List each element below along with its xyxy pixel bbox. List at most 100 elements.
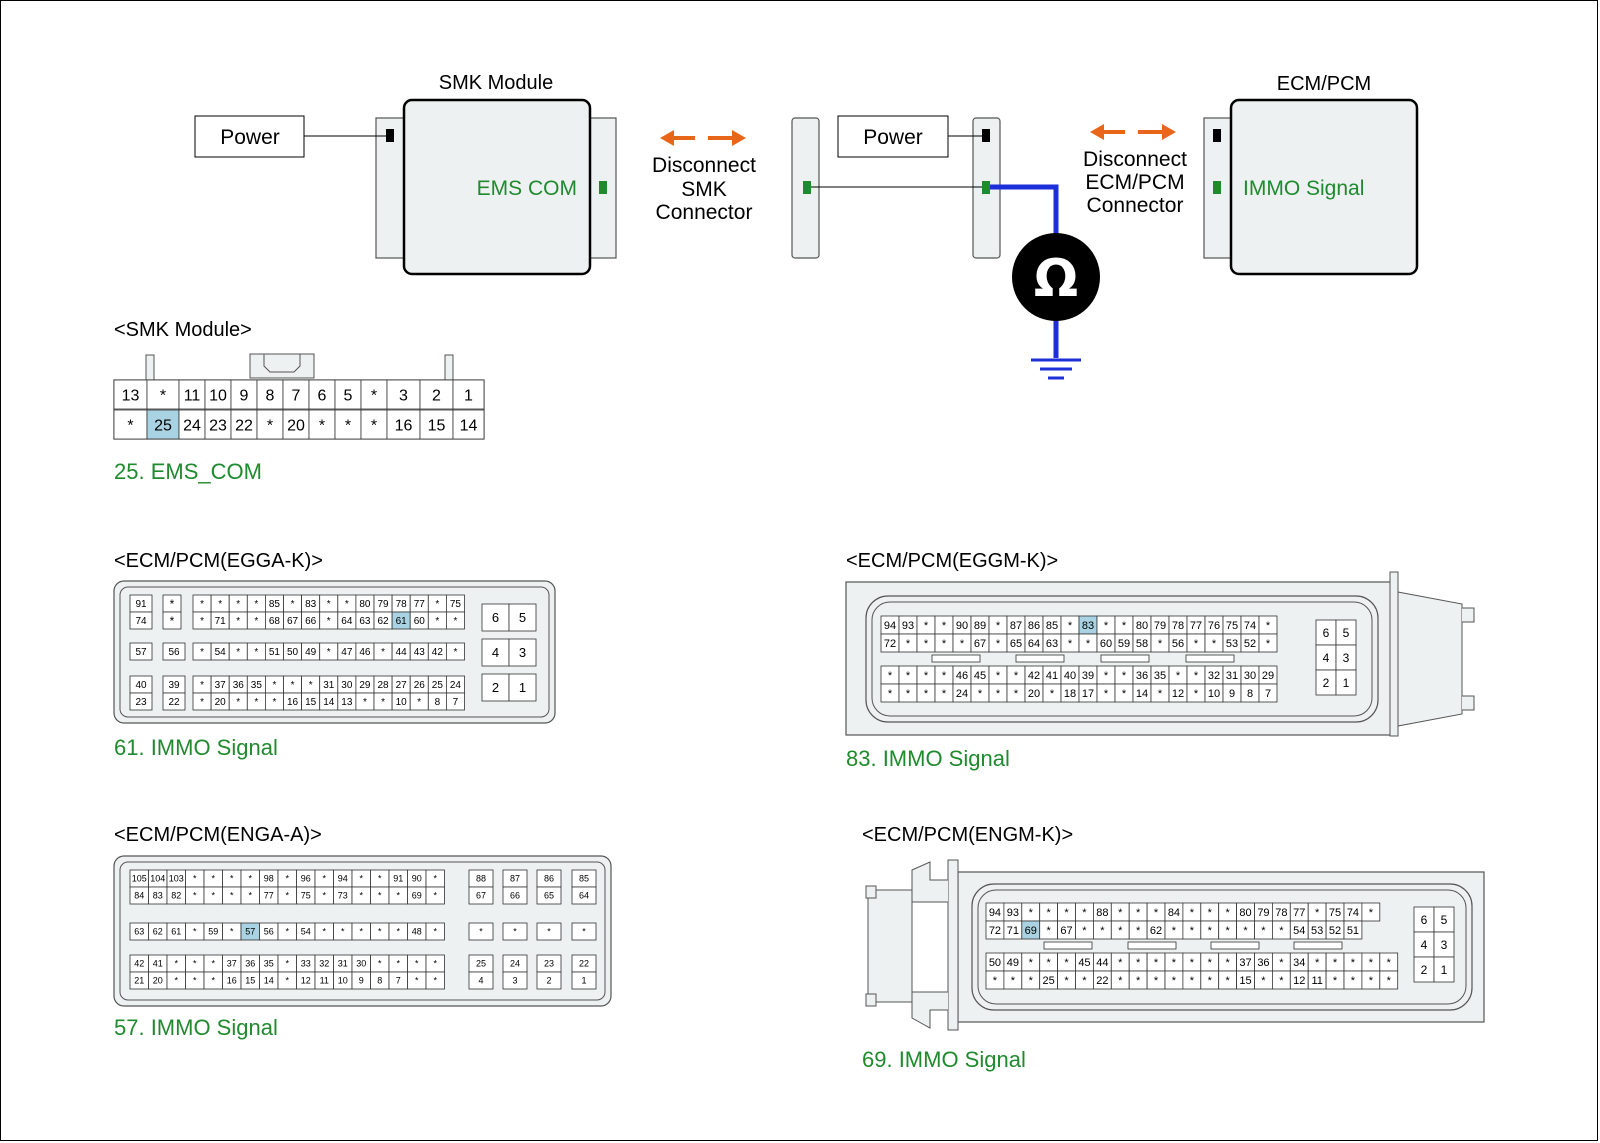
- eggm-pin-label: 31: [1226, 670, 1238, 682]
- engm-pin-label: *: [1190, 925, 1195, 937]
- eggm-pin-label: *: [1194, 688, 1199, 700]
- egga-pin-label: *: [200, 599, 204, 610]
- eggm-pin-label: 10: [1208, 688, 1220, 700]
- ground-icon: [1031, 358, 1081, 380]
- ecm-pcm-box: [1229, 98, 1419, 276]
- enga-pin-label: 84: [134, 891, 144, 901]
- egga-pin-label: 24: [450, 680, 462, 691]
- enga-pin-label: *: [378, 874, 382, 884]
- enga-pin-label: *: [479, 927, 483, 937]
- enga-pin-label: *: [211, 874, 215, 884]
- egga-pin-label: 29: [359, 680, 371, 691]
- keying-slot: [1185, 654, 1235, 663]
- engm-pin-label: *: [1136, 975, 1141, 987]
- egga-pin-label: 3: [519, 645, 526, 660]
- eggm-pin-label: *: [996, 638, 1001, 650]
- enga-pin-label: 16: [227, 976, 237, 986]
- enga-pin-label: 56: [264, 927, 274, 937]
- smk-pin-label: 2: [432, 387, 441, 404]
- engm-pin-label: *: [1136, 957, 1141, 969]
- engm-pin-label: 11: [1311, 975, 1322, 987]
- egga-pin-label: 4: [492, 645, 499, 660]
- eggm-pin-label: *: [1068, 638, 1073, 650]
- enga-pin-label: *: [378, 927, 382, 937]
- keying-slot: [1127, 941, 1177, 950]
- eggm-pin-label: *: [1104, 670, 1109, 682]
- eggm-pin-label: 32: [1208, 670, 1220, 682]
- egga-pin-label: 51: [269, 647, 281, 658]
- smk-pin-cell: [113, 409, 148, 440]
- eggm-pin-label: 35: [1154, 670, 1166, 682]
- enga-pin-label: *: [415, 959, 419, 969]
- egga-pin-label: 74: [135, 616, 147, 627]
- engm-pin-label: *: [1226, 925, 1231, 937]
- engm-pin-label: *: [1387, 957, 1392, 969]
- keying-slot: [1210, 941, 1260, 950]
- enga-pin-label: *: [193, 976, 197, 986]
- eggm-rim-outer: [865, 595, 1379, 723]
- enga-pin-label: *: [433, 976, 437, 986]
- eggm-pin-label: 79: [1154, 620, 1166, 632]
- egga-pin-label: 60: [414, 616, 426, 627]
- eggm-pin-label: *: [978, 688, 983, 700]
- enga-pin-label: 103: [169, 874, 184, 884]
- engm-pin-cell: [1343, 920, 1363, 940]
- enga-pin-label: *: [433, 927, 437, 937]
- egga-pin-label: *: [381, 647, 385, 658]
- egga-pin-label: *: [236, 697, 240, 708]
- egga-pin-label: *: [200, 616, 204, 627]
- egga-pin-label: 43: [414, 647, 426, 658]
- smk-pin-cell: [256, 379, 284, 410]
- enga-pin-label: 30: [356, 959, 366, 969]
- keying-slot: [1100, 654, 1150, 663]
- smk-ems-com-label: EMS COM: [477, 177, 577, 200]
- egga-pin-label: 28: [377, 680, 389, 691]
- eggm-flange: [1389, 571, 1399, 737]
- eggm-pin-label: 75: [1226, 620, 1238, 632]
- enga-pin-label: *: [378, 891, 382, 901]
- egga-pin-label: 66: [305, 616, 317, 627]
- eggm-caption: 83. IMMO Signal: [846, 746, 1010, 771]
- eggm-pin-label: 63: [1046, 638, 1058, 650]
- smk-pin-label: 10: [209, 387, 227, 404]
- harness-smk-pin: [803, 181, 811, 194]
- smk-pin-cell: [334, 379, 362, 410]
- enga-pin-label: 86: [544, 874, 554, 884]
- engm-pin-label: 3: [1441, 938, 1448, 952]
- egga-pin-label: 91: [135, 599, 147, 610]
- egga-pin-label: 27: [396, 680, 408, 691]
- enga-pin-label: 8: [377, 976, 382, 986]
- enga-pin-label: 54: [301, 927, 311, 937]
- enga-pin-cell: [536, 886, 562, 905]
- enga-title: <ECM/PCM(ENGA-A)>: [114, 824, 322, 846]
- smk-pin-label: 25: [154, 417, 172, 434]
- enga-pin-label: 36: [245, 959, 255, 969]
- smk-pin-cell: [204, 409, 232, 440]
- enga-pin-label: *: [285, 891, 289, 901]
- smk-pin-label: 13: [122, 387, 140, 404]
- engm-pin-label: 52: [1329, 925, 1341, 937]
- engm-pin-label: *: [1279, 925, 1284, 937]
- engm-pin-label: *: [1369, 957, 1374, 969]
- engm-pin-label: *: [1190, 975, 1195, 987]
- smk-module-box: [402, 98, 592, 276]
- enga-pin-label: *: [378, 959, 382, 969]
- enga-pin-label: 10: [338, 976, 348, 986]
- enga-pin-label: 32: [319, 959, 329, 969]
- engm-pin-label: *: [1190, 907, 1195, 919]
- engm-pin-label: 4: [1421, 938, 1428, 952]
- egga-pin-cell: [129, 642, 153, 661]
- engm-pin-label: 75: [1329, 907, 1341, 919]
- eggm-pin-label: 76: [1208, 620, 1220, 632]
- enga-pin-label: *: [341, 927, 345, 937]
- eggm-pin-label: *: [1104, 688, 1109, 700]
- smk-pin-cell: [178, 409, 206, 440]
- enga-pin-label: 11: [320, 976, 329, 986]
- eggm-pin-label: 90: [956, 620, 968, 632]
- smk-pin-cell: [419, 379, 454, 410]
- egga-pin-label: 14: [323, 697, 335, 708]
- engm-pin-label: *: [1208, 907, 1213, 919]
- engm-pin-label: *: [1226, 957, 1231, 969]
- keying-slot: [1043, 941, 1093, 950]
